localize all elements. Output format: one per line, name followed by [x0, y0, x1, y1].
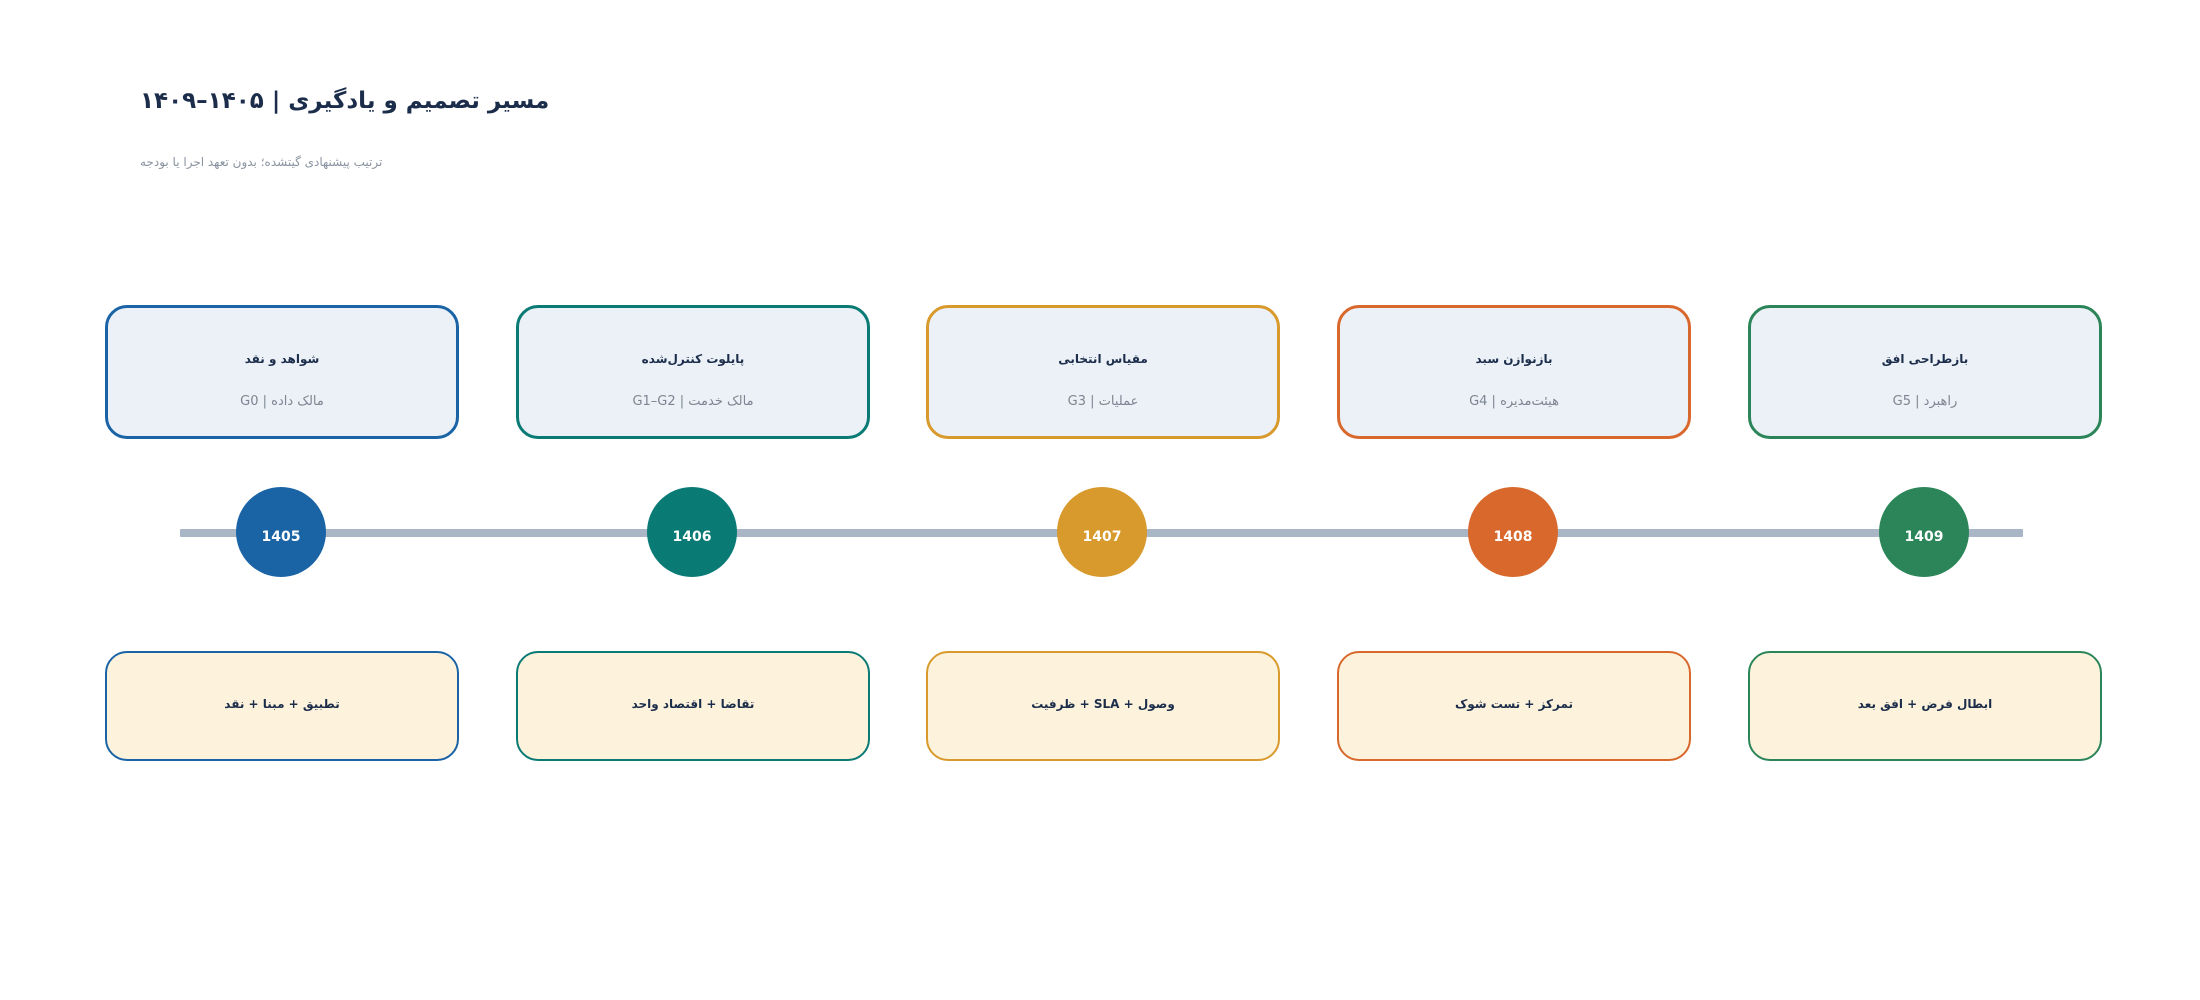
stage-card-1409: بازطراحی افق G5 | راهبرد — [1748, 305, 2102, 439]
year-marker-1406: 1406 — [647, 487, 737, 577]
year-label: 1408 — [1493, 529, 1533, 545]
stage-title: بازطراحی افق — [1881, 352, 1969, 366]
stage-card-1405: شواهد و نقد G0 | مالک داده — [105, 305, 459, 439]
stage-title: مقیاس انتخابی — [1058, 352, 1148, 366]
stage-gate-owner: G1–G2 | مالک خدمت — [632, 394, 754, 409]
page-title: مسیر تصمیم و یادگیری | ۱۴۰۵–۱۴۰۹ — [140, 88, 550, 114]
page-subtitle: ترتیب پیشنهادی گیتشده؛ بدون تعهد اجرا یا… — [140, 155, 383, 169]
stage-focus-text: وصول + SLA + ظرفیت — [1031, 697, 1175, 711]
year-label: 1405 — [261, 529, 301, 545]
stage-focus-text: تقاضا + اقتصاد واحد — [631, 697, 755, 711]
stage-card-1408: بازنوازن سبد G4 | هیئت‌مدیره — [1337, 305, 1691, 439]
stage-gate-owner: G0 | مالک داده — [240, 394, 324, 409]
stage-card-1406: پایلوت کنترل‌شده G1–G2 | مالک خدمت — [516, 305, 870, 439]
stage-focus-card-1409: ابطال فرض + افق بعد — [1748, 651, 2102, 761]
year-marker-1408: 1408 — [1468, 487, 1558, 577]
year-marker-1409: 1409 — [1879, 487, 1969, 577]
stage-gate-owner: G3 | عملیات — [1067, 394, 1139, 409]
stage-title: شواهد و نقد — [244, 352, 320, 366]
stage-focus-text: تطبیق + مبنا + نقد — [224, 697, 340, 711]
stage-focus-card-1405: تطبیق + مبنا + نقد — [105, 651, 459, 761]
stage-focus-card-1406: تقاضا + اقتصاد واحد — [516, 651, 870, 761]
year-label: 1409 — [1904, 529, 1944, 545]
stage-title: بازنوازن سبد — [1475, 352, 1553, 366]
stage-focus-card-1408: تمرکز + تست شوک — [1337, 651, 1691, 761]
year-label: 1406 — [672, 529, 712, 545]
stage-title: پایلوت کنترل‌شده — [641, 352, 745, 366]
stage-focus-card-1407: وصول + SLA + ظرفیت — [926, 651, 1280, 761]
year-label: 1407 — [1082, 529, 1122, 545]
stage-focus-text: تمرکز + تست شوک — [1454, 697, 1574, 711]
year-marker-1405: 1405 — [236, 487, 326, 577]
stage-gate-owner: G4 | هیئت‌مدیره — [1469, 394, 1559, 409]
stage-focus-text: ابطال فرض + افق بعد — [1857, 697, 1993, 711]
year-marker-1407: 1407 — [1057, 487, 1147, 577]
stage-gate-owner: G5 | راهبرد — [1892, 394, 1958, 409]
stage-card-1407: مقیاس انتخابی G3 | عملیات — [926, 305, 1280, 439]
